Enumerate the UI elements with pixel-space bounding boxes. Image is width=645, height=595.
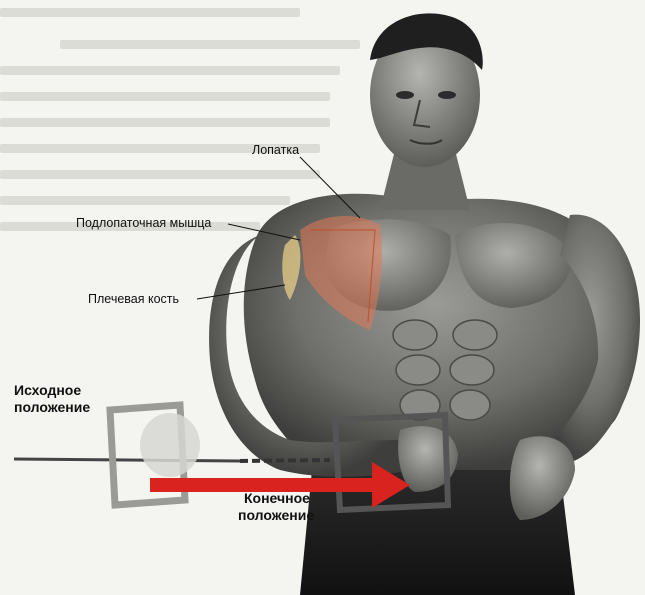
label-start-position-line1: Исходное <box>14 382 82 398</box>
handle-start-position <box>106 401 200 509</box>
leader-lines <box>196 156 361 300</box>
right-arm <box>509 214 640 520</box>
label-end-position-line2: положение <box>238 507 315 523</box>
label-start-position-line2: положение <box>14 399 91 415</box>
label-subscapularis: Подлопаточная мышца <box>76 216 212 230</box>
label-humerus: Плечевая кость <box>88 292 180 306</box>
head <box>370 13 483 210</box>
background-text-block <box>0 0 645 290</box>
label-scapula: Лопатка <box>252 143 300 157</box>
label-end-position-line1: Конечное <box>244 490 310 506</box>
movement-arrow <box>150 462 410 508</box>
shorts <box>300 470 575 595</box>
cable <box>13 457 331 463</box>
shoulder-anatomy-overlay <box>282 215 382 330</box>
